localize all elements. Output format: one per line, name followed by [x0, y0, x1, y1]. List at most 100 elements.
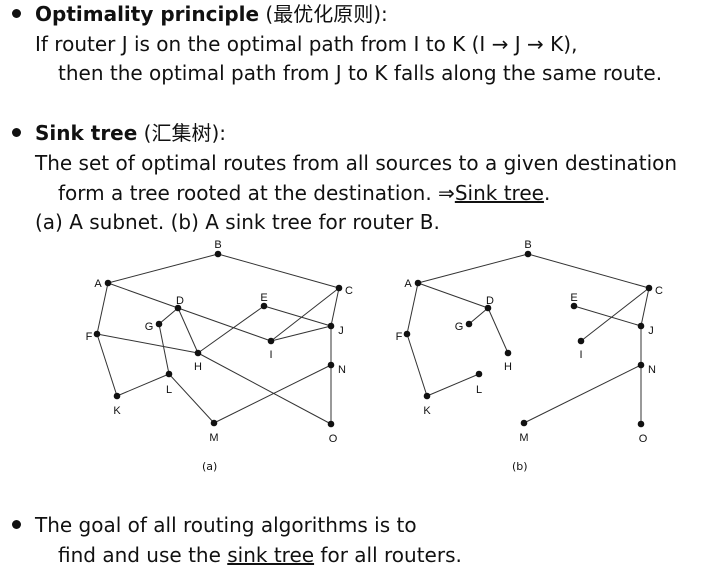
node-E	[570, 302, 578, 310]
edge-C-J	[330, 287, 340, 327]
node-label: L	[476, 384, 482, 396]
node-H	[194, 349, 202, 357]
node-label: J	[648, 325, 654, 337]
node-label: K	[423, 405, 431, 417]
caption-b: (b)	[512, 460, 528, 473]
edge-B-C	[527, 253, 650, 289]
edge-D-I	[177, 307, 272, 342]
node-label: H	[504, 361, 512, 373]
edge-B-C	[217, 253, 340, 289]
node-label: O	[639, 433, 648, 445]
node-label: F	[86, 331, 93, 343]
edge-C-J	[640, 287, 650, 327]
node-label: A	[94, 278, 102, 290]
text-line: If router J is on the optimal path from …	[35, 32, 578, 56]
node-F	[403, 330, 411, 338]
node-label: B	[524, 239, 531, 251]
sink-tree-term: Sink tree	[454, 181, 544, 205]
node-label: J	[338, 325, 344, 337]
node-label: M	[209, 432, 218, 444]
node-label: D	[486, 295, 494, 307]
node-label: E	[260, 292, 267, 304]
edge-N-M	[523, 364, 642, 424]
node-L	[165, 370, 173, 378]
node-N	[327, 361, 335, 369]
sink-tree-term: sink tree	[227, 543, 315, 567]
node-N	[637, 361, 645, 369]
node-C	[645, 284, 653, 292]
edge-F-H	[96, 333, 199, 354]
node-B	[524, 250, 532, 258]
node-A	[104, 279, 112, 287]
edge-H-O	[197, 352, 332, 425]
node-M	[210, 419, 218, 427]
node-K	[113, 392, 121, 400]
edge-E-J	[263, 305, 332, 327]
node-label: D	[176, 295, 184, 307]
edge-D-H	[487, 307, 509, 354]
edge-E-J	[573, 305, 642, 327]
edge-L-M	[168, 373, 215, 424]
heading-optimality: Optimality principle (最优化原则):	[35, 2, 388, 26]
node-label: M	[519, 432, 528, 444]
node-label: G	[145, 321, 154, 333]
edge-F-K	[406, 333, 428, 397]
bullet-icon	[12, 9, 21, 18]
edge-A-B	[107, 253, 219, 284]
edge-A-D	[107, 282, 179, 309]
node-E	[260, 302, 268, 310]
text-line: The set of optimal routes from all sourc…	[35, 151, 678, 175]
edge-L-K	[116, 373, 170, 397]
node-D	[174, 304, 182, 312]
edge-C-I	[580, 287, 650, 342]
edge-A-D	[417, 282, 489, 309]
edge-G-L	[158, 323, 170, 375]
edge-D-G	[468, 307, 489, 325]
node-O	[637, 420, 645, 428]
edge-N-M	[213, 364, 332, 424]
node-label: I	[579, 349, 582, 361]
edge-H-E	[197, 305, 265, 354]
edge-C-I	[270, 287, 340, 342]
heading-sink-tree: Sink tree (汇集树):	[35, 121, 227, 145]
node-label: A	[404, 278, 412, 290]
edge-K-L	[426, 373, 480, 397]
edge-D-G	[158, 307, 179, 325]
node-label: N	[648, 364, 656, 376]
text-line: The goal of all routing algorithms is to	[35, 513, 417, 537]
node-label: K	[113, 405, 121, 417]
node-M	[520, 419, 528, 427]
node-label: E	[570, 292, 577, 304]
node-A	[414, 279, 422, 287]
node-I	[577, 337, 585, 345]
figure-caption: (a) A subnet. (b) A sink tree for router…	[35, 210, 440, 234]
node-B	[214, 250, 222, 258]
node-O	[327, 420, 335, 428]
node-K	[423, 392, 431, 400]
node-G	[465, 320, 473, 328]
node-label: C	[345, 285, 353, 297]
node-label: G	[455, 321, 464, 333]
caption-a: (a)	[202, 460, 218, 473]
node-label: O	[329, 433, 338, 445]
text-line: find and use the sink tree for all route…	[58, 543, 462, 567]
node-label: L	[166, 384, 172, 396]
node-C	[335, 284, 343, 292]
node-label: I	[269, 349, 272, 361]
node-L	[475, 370, 483, 378]
text-line: form a tree rooted at the destination. ⇒…	[58, 181, 551, 205]
text-line: then the optimal path from J to K falls …	[58, 61, 663, 85]
node-H	[504, 349, 512, 357]
node-label: H	[194, 361, 202, 373]
edge-A-B	[417, 253, 529, 284]
node-J	[637, 322, 645, 330]
edge-F-K	[96, 333, 118, 397]
bullet-icon	[12, 128, 21, 137]
node-J	[327, 322, 335, 330]
node-label: C	[655, 285, 663, 297]
edge-A-F	[406, 282, 419, 335]
node-label: N	[338, 364, 346, 376]
node-label: F	[396, 331, 403, 343]
node-D	[484, 304, 492, 312]
